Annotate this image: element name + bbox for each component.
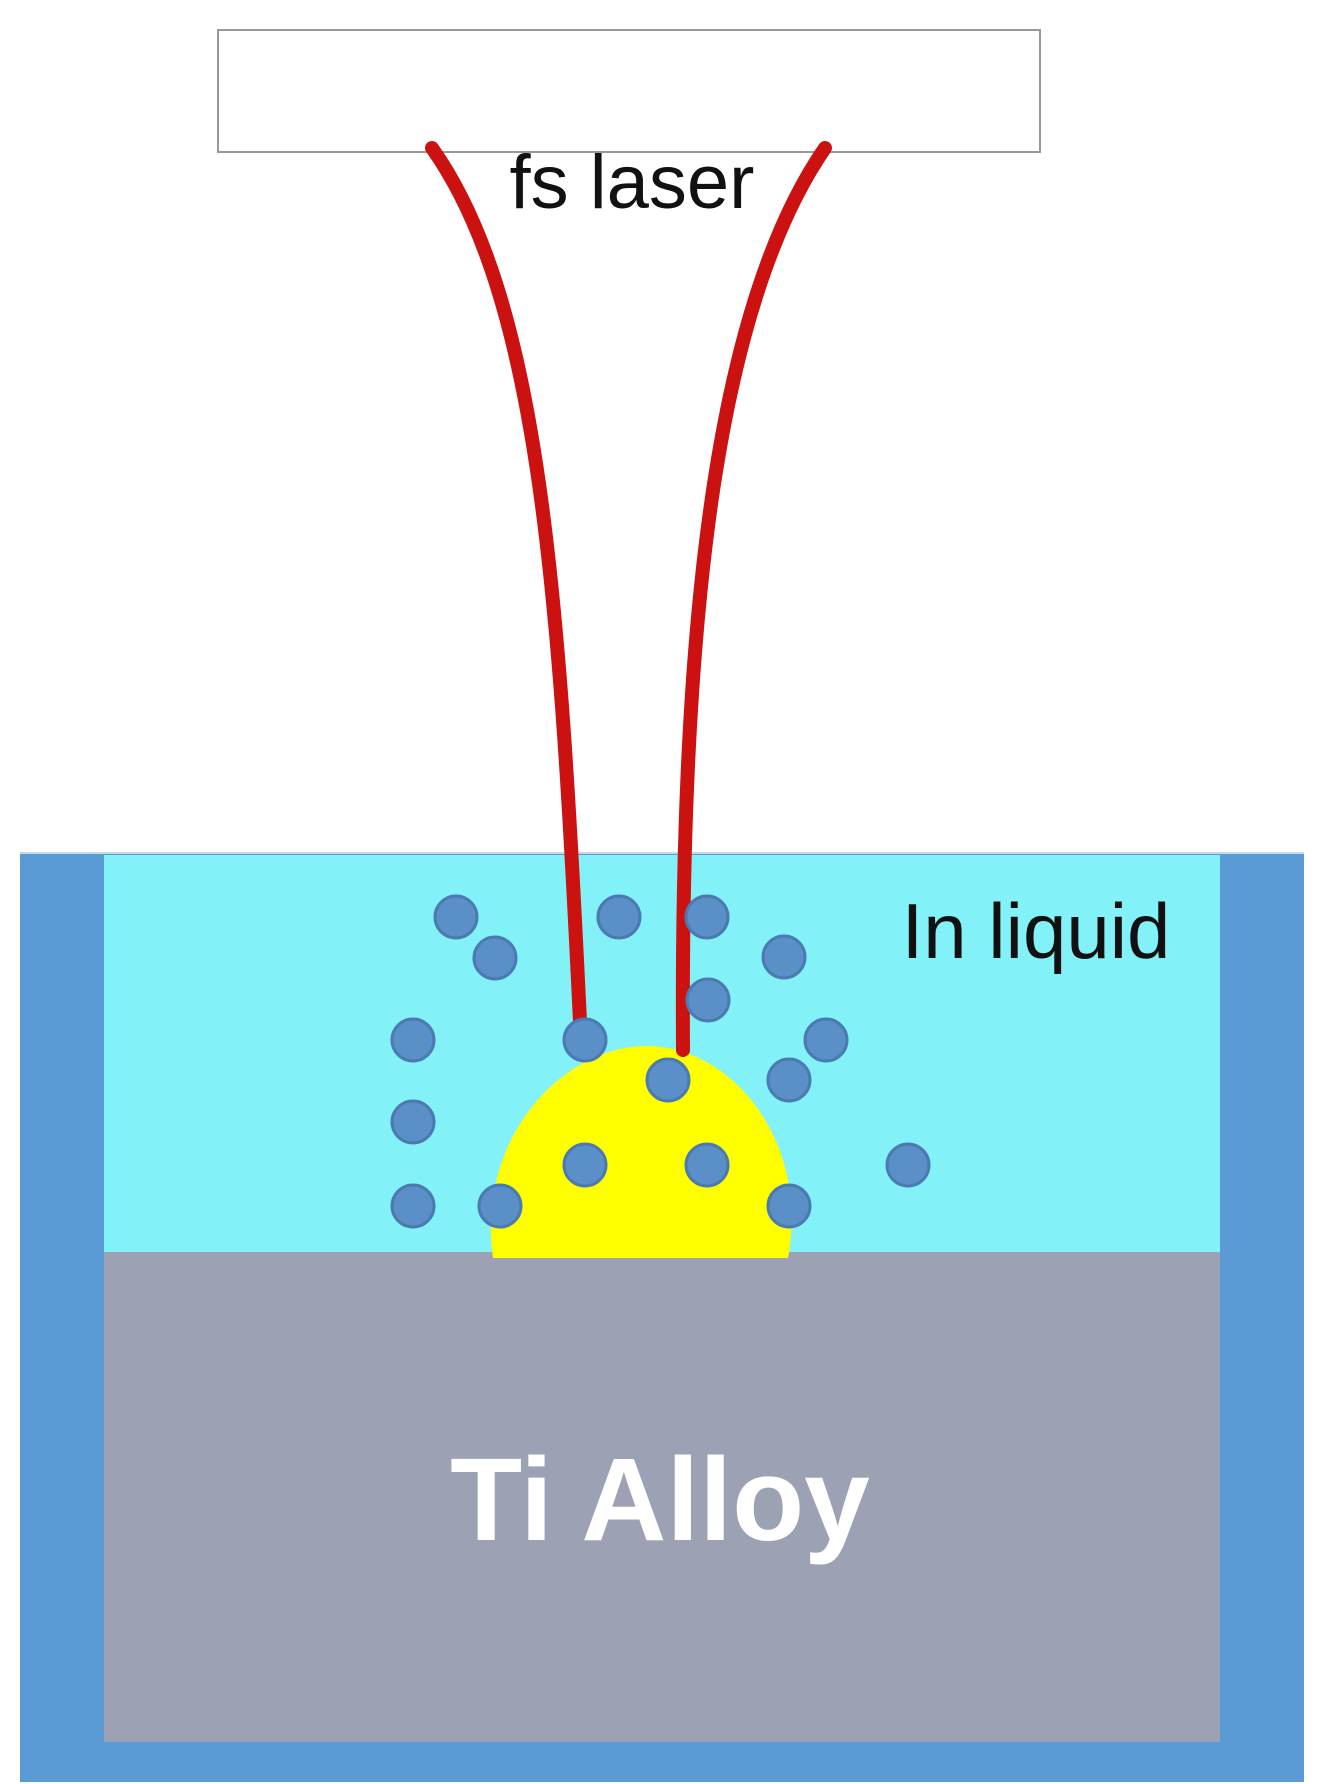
substrate: [104, 1252, 1220, 1742]
nanoparticle: [766, 1183, 812, 1229]
nanoparticle: [390, 1183, 436, 1229]
nanoparticle: [885, 1142, 931, 1188]
laser-head: [217, 29, 1041, 153]
nanoparticle: [390, 1017, 436, 1063]
melt-pool: [490, 1045, 792, 1258]
nanoparticle: [477, 1183, 523, 1229]
nanoparticle: [433, 894, 479, 940]
nanoparticle: [562, 1142, 608, 1188]
laser-beam-left: [425, 141, 587, 1029]
nanoparticle: [596, 894, 642, 940]
nanoparticle: [645, 1057, 691, 1103]
nanoparticle: [761, 934, 807, 980]
nanoparticle: [766, 1057, 812, 1103]
nanoparticle: [472, 935, 518, 981]
nanoparticle: [803, 1017, 849, 1063]
laser-label: fs laser: [510, 140, 755, 225]
nanoparticle: [390, 1099, 436, 1145]
laser-beam-right: [675, 141, 832, 1057]
substrate-label: Ti Alloy: [450, 1434, 870, 1566]
nanoparticle: [684, 1142, 730, 1188]
nanoparticle: [684, 894, 730, 940]
nanoparticle: [685, 977, 731, 1023]
nanoparticle: [562, 1017, 608, 1063]
nanoparticles: [390, 894, 931, 1229]
liquid-label: In liquid: [902, 887, 1171, 975]
